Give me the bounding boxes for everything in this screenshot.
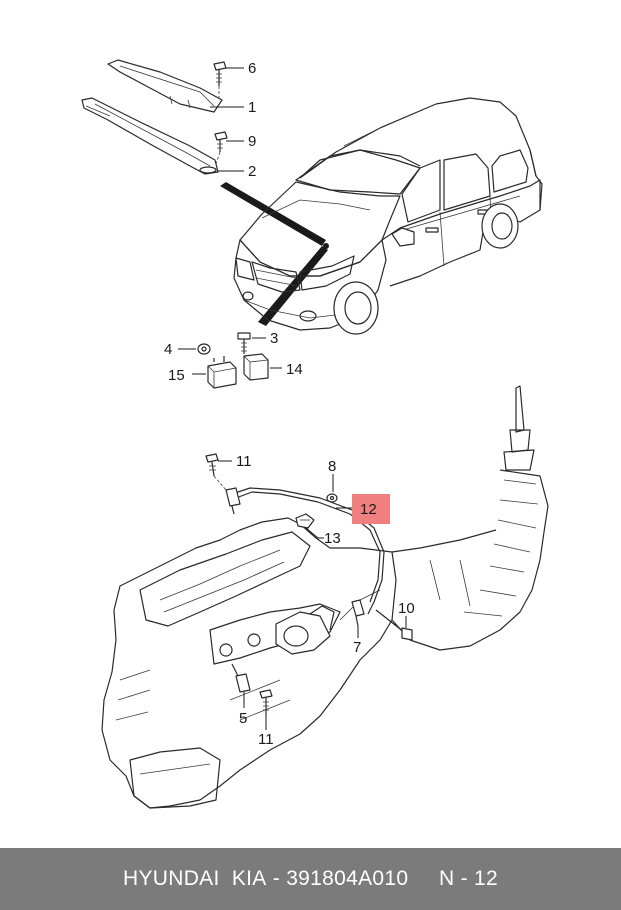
relay-14: [243, 353, 269, 381]
footer-part-number: 391804A010: [286, 867, 409, 890]
callout-1: 1: [248, 99, 256, 116]
bolt-10: [375, 609, 413, 641]
bolt-6: [213, 61, 227, 86]
clip-4: [197, 343, 211, 355]
callout-7: 7: [353, 639, 361, 656]
relay-15: [207, 356, 237, 389]
callout-6: 6: [248, 60, 256, 77]
callout-10: 10: [398, 600, 415, 617]
cowl-cover-lower: [81, 97, 219, 175]
bolt-3: [237, 332, 251, 354]
engine: [101, 517, 397, 809]
callout-14: 14: [286, 361, 303, 378]
callout-4: 4: [164, 341, 172, 358]
callout-8: 8: [328, 458, 336, 475]
callout-12: 12: [360, 501, 377, 518]
footer-gap: [408, 867, 439, 891]
bolt-11-bottom: [259, 689, 273, 716]
callout-15: 15: [168, 367, 185, 384]
callout-11-top: 11: [236, 453, 252, 470]
footer-separator: -: [266, 867, 287, 890]
callout-9: 9: [248, 133, 256, 150]
sensor-cable-12: [225, 487, 385, 615]
transmission: [391, 385, 549, 651]
parts-diagram: 6 1 9 2 3 4 15 14 11 8 12 13 10 7 5 11: [81, 59, 549, 809]
sensor-5: [231, 663, 251, 693]
footer-page-ref: N - 12: [439, 867, 498, 890]
bracket-7: [351, 599, 365, 627]
callout-2: 2: [248, 163, 256, 180]
bolt-9: [214, 131, 228, 152]
footer-brand: HYUNDAI KIA: [122, 867, 267, 890]
bolt-11-top: [205, 453, 219, 477]
highlight-box-12: [352, 494, 390, 524]
callout-11-bottom: 11: [258, 731, 274, 748]
bracket-13: [295, 513, 315, 529]
callout-3: 3: [270, 330, 278, 347]
footer-bar: HYUNDAI KIA - 391804A010 N - 12: [0, 848, 621, 910]
callout-13: 13: [324, 530, 341, 547]
vehicle-illustration: [233, 97, 543, 335]
nut-8: [326, 493, 338, 503]
callout-5: 5: [239, 710, 247, 727]
cowl-cover-upper: [107, 59, 223, 113]
